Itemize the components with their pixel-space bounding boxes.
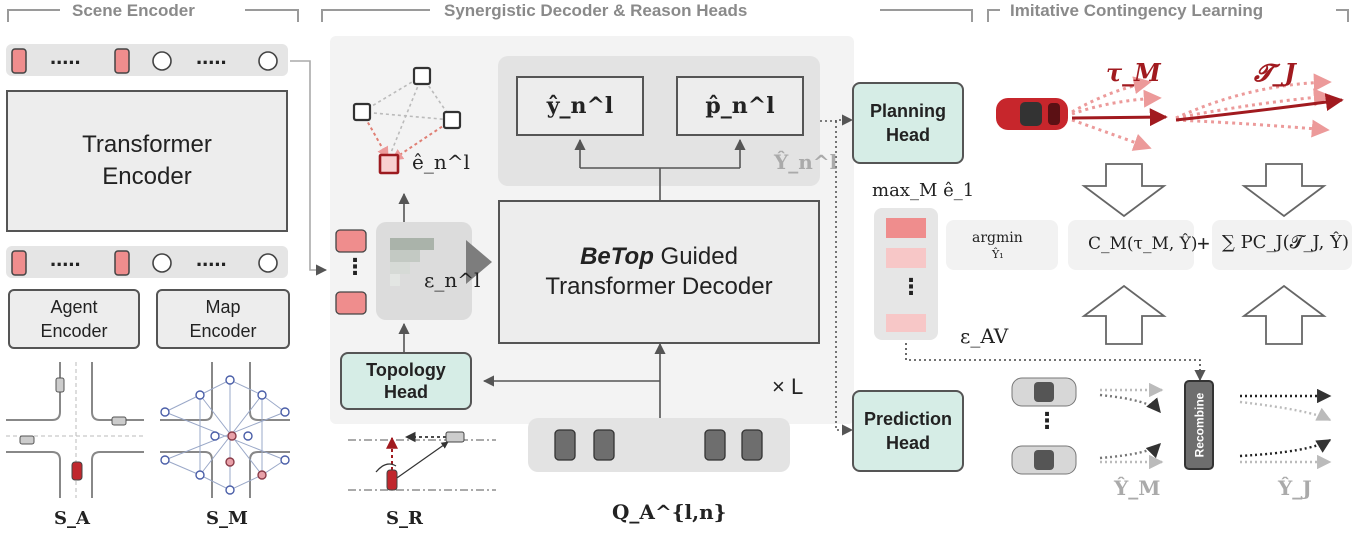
label-max-e: max_M ê_1 (872, 180, 975, 201)
token-dots-1: ..... (50, 44, 81, 69)
argmin-box (946, 220, 1058, 270)
map-scene-illustration (160, 362, 290, 498)
recombine-label: Recombine (1192, 392, 1206, 458)
label-tau-m: τ_M (1106, 58, 1161, 87)
label-times-l: × L (772, 374, 804, 399)
transformer-encoder: Transformer Encoder (6, 90, 288, 232)
prediction-trajectories (1099, 382, 1332, 470)
section-brackets (7, 9, 1349, 22)
planning-head: Planning Head (852, 82, 964, 164)
token-strip-top (6, 44, 288, 76)
label-e-hat: ê_n^l (412, 150, 470, 174)
betop-decoder-line2: Transformer Decoder (545, 273, 773, 300)
label-argmin-sub: Ŷ₁ (992, 248, 1004, 261)
topology-head: Topology Head (340, 352, 472, 410)
planning-car (996, 98, 1068, 130)
map-encoder: Map Encoder (156, 289, 290, 349)
sum-cost-box (1212, 220, 1352, 270)
y-hat-box: ŷ_n^l (516, 76, 644, 136)
token-vertical-dots: ⋮ (344, 254, 366, 279)
relation-scene-illustration (348, 431, 496, 491)
cost-m-box (1068, 220, 1194, 270)
label-y-m: Ŷ_M (1114, 476, 1161, 500)
label-eps: ε_n^l (424, 268, 481, 292)
agent-scene-illustration (6, 362, 144, 498)
betop-bold-label: BeTop (580, 243, 654, 270)
hollow-arrows (1081, 163, 1327, 345)
label-eps-av: ε_AV (960, 324, 1009, 348)
label-query: Q_A^{l,n} (612, 500, 727, 524)
p-hat-label: p̂_n^l (705, 93, 775, 119)
label-Y-hat: Ŷ_n^l (774, 150, 838, 174)
label-t-j: 𝓣_J (1254, 58, 1296, 87)
recombine-block: Recombine (1184, 380, 1214, 470)
max-e-column (874, 208, 938, 340)
max-e-vertical-dots: ⋮ (900, 274, 922, 299)
token-strip-bottom (6, 246, 288, 278)
label-plus: + (1197, 231, 1210, 256)
token-dots-2: ..... (196, 44, 227, 69)
betop-decoder-line1: BeTop Guided (580, 242, 738, 272)
betop-guided-label: Guided (653, 243, 738, 270)
head-connectors (820, 114, 1206, 436)
label-y-j: Ŷ_J (1278, 476, 1312, 500)
topology-graph (352, 66, 462, 175)
y-hat-label: ŷ_n^l (546, 93, 614, 119)
query-tokens (554, 429, 763, 461)
topology-tokens (335, 222, 492, 320)
prediction-vertical-dots: ⋮ (1036, 408, 1058, 433)
t-j-trajectories (1175, 73, 1344, 138)
prediction-cars (1011, 377, 1077, 475)
token-dots-3: ..... (50, 246, 81, 271)
agent-encoder: Agent Encoder (8, 289, 140, 349)
decoder-arrows (398, 138, 746, 418)
prediction-head: Prediction Head (852, 390, 964, 472)
tau-m-trajectories (1071, 76, 1168, 151)
label-s-r: S_R (386, 508, 423, 529)
token-dots-4: ..... (196, 246, 227, 271)
label-s-a: S_A (54, 508, 90, 529)
label-cost-m: C_M(τ_M, Ŷ) (1088, 234, 1198, 254)
label-sum-term: ∑ PC_J(𝓣_J, Ŷ) (1222, 232, 1349, 253)
label-argmin: argmin (972, 230, 1023, 246)
section-title-scene-encoder: Scene Encoder (72, 1, 195, 20)
p-hat-box: p̂_n^l (676, 76, 804, 136)
label-s-m: S_M (206, 508, 248, 529)
betop-decoder: BeTop Guided Transformer Decoder (498, 200, 820, 344)
encoder-skip-arrow (290, 60, 328, 276)
section-title-learning: Imitative Contingency Learning (1010, 1, 1264, 20)
section-title-decoder: Synergistic Decoder & Reason Heads (444, 1, 748, 20)
